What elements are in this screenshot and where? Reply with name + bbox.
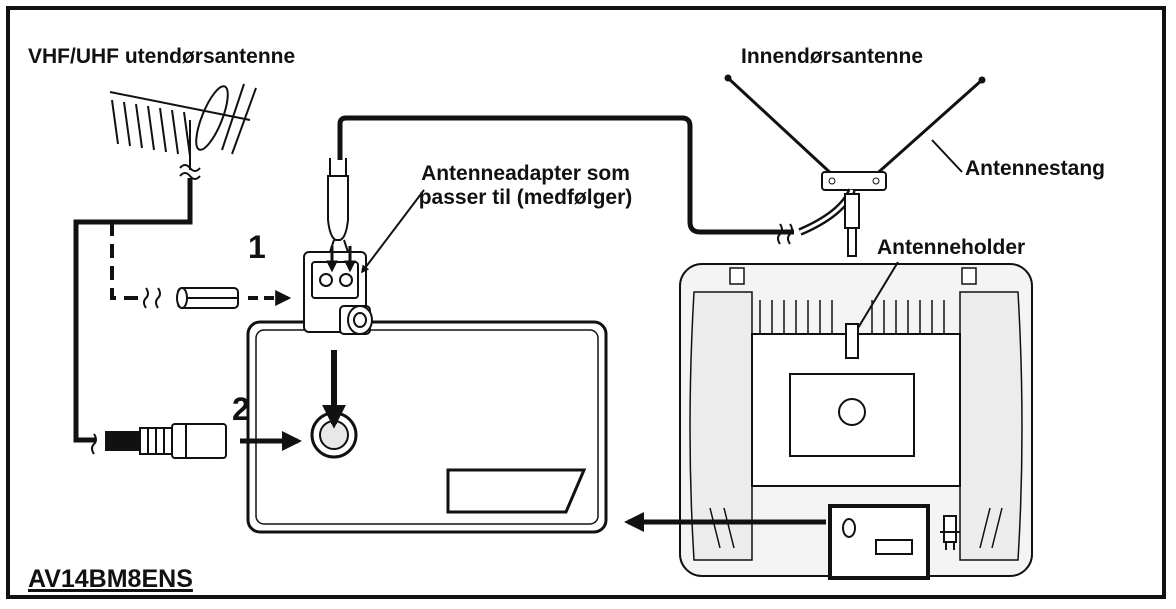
outdoor-antenna-icon [109, 83, 257, 180]
label-outdoor-antenna: VHF/UHF utendørsantenne [28, 45, 296, 68]
outdoor-cable [73, 178, 193, 455]
indoor-antenna-cable [337, 115, 794, 235]
label-step-2: 2 [232, 391, 250, 427]
spade-connector-icon [327, 158, 349, 253]
label-antenna-adapter: Antenneadapter som passer til (medfølger… [418, 162, 633, 209]
pointer-adapter [361, 189, 425, 274]
indoor-antenna-icon [724, 74, 986, 257]
label-antenna-holder: Antenneholder [877, 236, 1026, 259]
cable-break-mark [777, 223, 793, 245]
tv-back-illustration [679, 263, 1033, 580]
label-indoor-antenna: Innendørsantenne [741, 45, 924, 68]
antenna-adapter-icon [303, 251, 373, 335]
label-model-number: AV14BM8ENS [28, 565, 193, 593]
twin-lead-cable-icon [176, 287, 239, 309]
tv-panel-closeup [246, 320, 608, 534]
coax-plug-icon [105, 423, 227, 459]
pointer-antenna-holder [857, 261, 899, 329]
pointer-antenna-rod [931, 139, 963, 173]
label-step-1: 1 [248, 229, 266, 265]
label-antenna-rod: Antennestang [965, 157, 1106, 180]
